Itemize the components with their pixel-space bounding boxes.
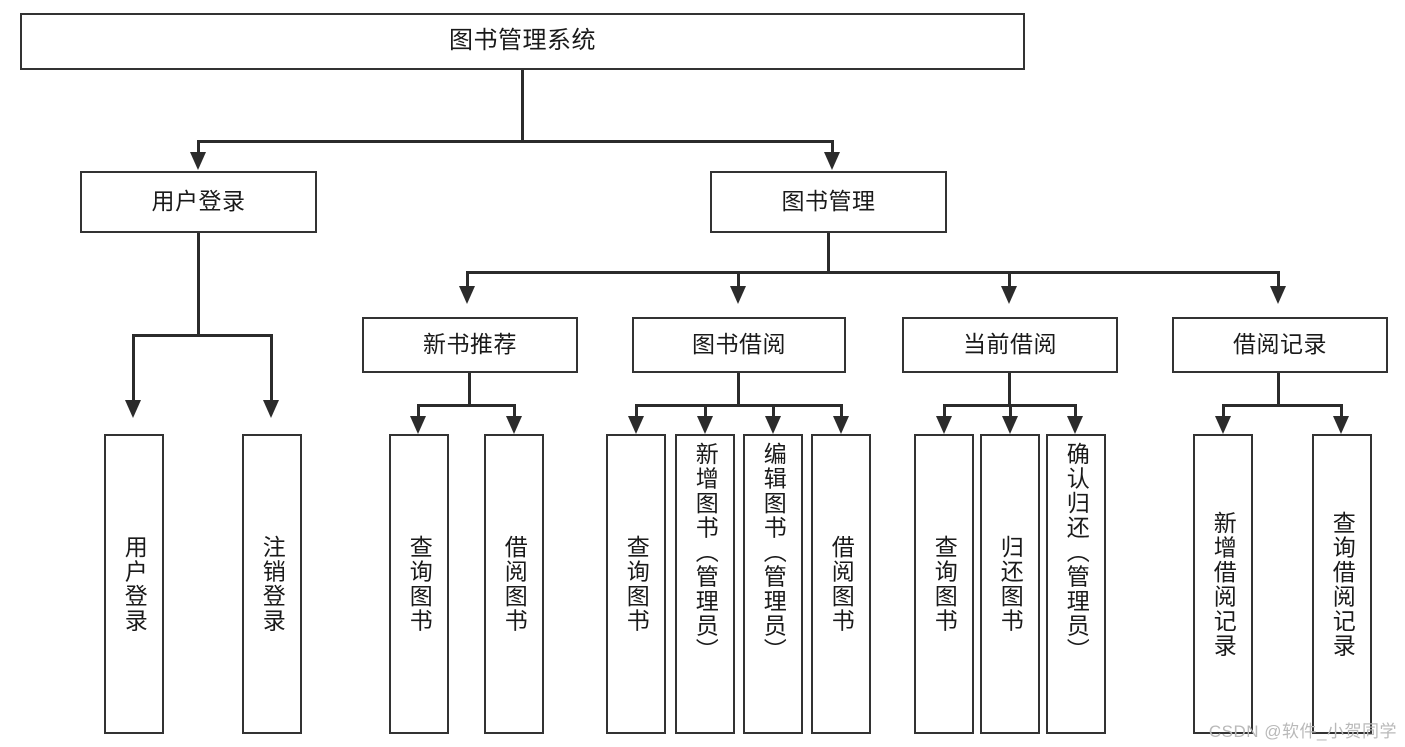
node-label: 用户登录 [151, 188, 246, 215]
node-label: 图书借阅 [692, 331, 786, 358]
connector-bookborrow-to-leaf4 [840, 404, 843, 422]
node-label: 当前借阅 [963, 331, 1057, 358]
connector-bookborrow-bus [635, 404, 843, 407]
watermark-text: CSDN @软件_小贺同学 [1208, 722, 1397, 741]
arrowhead-bookmgmt-record [1270, 286, 1286, 304]
connector-bookmgmt-to-borrow [737, 271, 740, 291]
connector-bookborrow-stem [737, 373, 740, 406]
connector-newbook-to-leaf2 [513, 404, 516, 422]
node-book-borrow[interactable]: 图书借阅 [632, 317, 846, 373]
arrowhead-bookmgmt-new [459, 286, 475, 304]
arrowhead-borrowrecord-leaf1 [1215, 416, 1231, 434]
node-label: 新增图书（管理员） [692, 442, 719, 663]
node-new-book-recommend[interactable]: 新书推荐 [362, 317, 578, 373]
arrowhead-newbook-leaf2 [506, 416, 522, 434]
node-label: 注销登录 [259, 535, 286, 633]
node-label: 借阅记录 [1233, 331, 1327, 358]
arrowhead-bookmgmt-borrow [730, 286, 746, 304]
connector-userlogin-to-leaf1 [132, 334, 135, 406]
connector-bookmgmt-to-record [1277, 271, 1280, 291]
node-label: 归还图书 [997, 535, 1024, 633]
connector-newbook-bus [417, 404, 516, 407]
arrowhead-bookborrow-leaf2 [697, 416, 713, 434]
arrowhead-bookborrow-leaf4 [833, 416, 849, 434]
connector-root-to-userlogin [197, 140, 200, 158]
node-label: 查询借阅记录 [1329, 510, 1356, 658]
node-label: 查询图书 [623, 535, 650, 633]
connector-newbook-to-leaf1 [417, 404, 420, 422]
leaf-user-login[interactable]: 用户登录 [104, 434, 164, 734]
node-label: 借阅图书 [828, 535, 855, 633]
arrowhead-currentborrow-leaf1 [936, 416, 952, 434]
connector-bookmgmt-to-current [1008, 271, 1011, 291]
connector-root-stem [521, 70, 524, 142]
arrowhead-bookborrow-leaf3 [765, 416, 781, 434]
connector-userlogin-to-leaf2 [270, 334, 273, 406]
arrowhead-bookmgmt-current [1001, 286, 1017, 304]
connector-bookborrow-to-leaf2 [704, 404, 707, 422]
leaf-borrow-book-newbook[interactable]: 借阅图书 [484, 434, 544, 734]
arrowhead-userlogin-leaf1 [125, 400, 141, 418]
node-user-login[interactable]: 用户登录 [80, 171, 317, 233]
node-label: 图书管理系统 [449, 27, 596, 55]
arrowhead-borrowrecord-leaf2 [1333, 416, 1349, 434]
node-label: 新书推荐 [423, 331, 517, 358]
connector-currentborrow-to-leaf1 [943, 404, 946, 422]
connector-currentborrow-stem [1008, 373, 1011, 406]
node-label: 确认归还（管理员） [1063, 442, 1090, 663]
leaf-add-book-admin[interactable]: 新增图书（管理员） [675, 434, 735, 734]
leaf-query-book-newbook[interactable]: 查询图书 [389, 434, 449, 734]
connector-userlogin-bus [132, 334, 273, 337]
arrowhead-to-userlogin [190, 152, 206, 170]
connector-borrowrecord-to-leaf2 [1340, 404, 1343, 422]
connector-newbook-stem [468, 373, 471, 406]
connector-bookborrow-to-leaf3 [772, 404, 775, 422]
leaf-borrow-book-borrow[interactable]: 借阅图书 [811, 434, 871, 734]
node-label: 编辑图书（管理员） [760, 442, 787, 663]
connector-bookborrow-to-leaf1 [635, 404, 638, 422]
connector-borrowrecord-stem [1277, 373, 1280, 406]
leaf-return-book[interactable]: 归还图书 [980, 434, 1040, 734]
node-label: 借阅图书 [501, 535, 528, 633]
connector-root-bus [197, 140, 834, 143]
connector-borrowrecord-to-leaf1 [1222, 404, 1225, 422]
leaf-confirm-return-admin[interactable]: 确认归还（管理员） [1046, 434, 1106, 734]
arrowhead-currentborrow-leaf3 [1067, 416, 1083, 434]
connector-currentborrow-to-leaf3 [1074, 404, 1077, 422]
connector-userlogin-stem [197, 233, 200, 336]
leaf-query-book-borrow[interactable]: 查询图书 [606, 434, 666, 734]
leaf-query-book-current[interactable]: 查询图书 [914, 434, 974, 734]
node-label: 用户登录 [121, 535, 148, 633]
node-label: 查询图书 [931, 535, 958, 633]
node-borrow-record[interactable]: 借阅记录 [1172, 317, 1388, 373]
connector-root-to-bookmgmt [831, 140, 834, 158]
leaf-edit-book-admin[interactable]: 编辑图书（管理员） [743, 434, 803, 734]
node-current-borrow[interactable]: 当前借阅 [902, 317, 1118, 373]
arrowhead-to-bookmgmt [824, 152, 840, 170]
node-label: 查询图书 [406, 535, 433, 633]
connector-bookmgmt-to-new [466, 271, 469, 291]
connector-borrowrecord-bus [1222, 404, 1343, 407]
leaf-add-borrow-record[interactable]: 新增借阅记录 [1193, 434, 1253, 734]
leaf-query-borrow-record[interactable]: 查询借阅记录 [1312, 434, 1372, 734]
leaf-logout-login[interactable]: 注销登录 [242, 434, 302, 734]
arrowhead-currentborrow-leaf2 [1002, 416, 1018, 434]
connector-bookmgmt-bus [466, 271, 1280, 274]
arrowhead-newbook-leaf1 [410, 416, 426, 434]
arrowhead-bookborrow-leaf1 [628, 416, 644, 434]
connector-currentborrow-to-leaf2 [1009, 404, 1012, 422]
node-book-management[interactable]: 图书管理 [710, 171, 947, 233]
node-label: 图书管理 [781, 188, 876, 215]
connector-bookmgmt-stem [827, 233, 830, 273]
node-label: 新增借阅记录 [1210, 510, 1237, 658]
arrowhead-userlogin-leaf2 [263, 400, 279, 418]
node-root-system[interactable]: 图书管理系统 [20, 13, 1025, 70]
